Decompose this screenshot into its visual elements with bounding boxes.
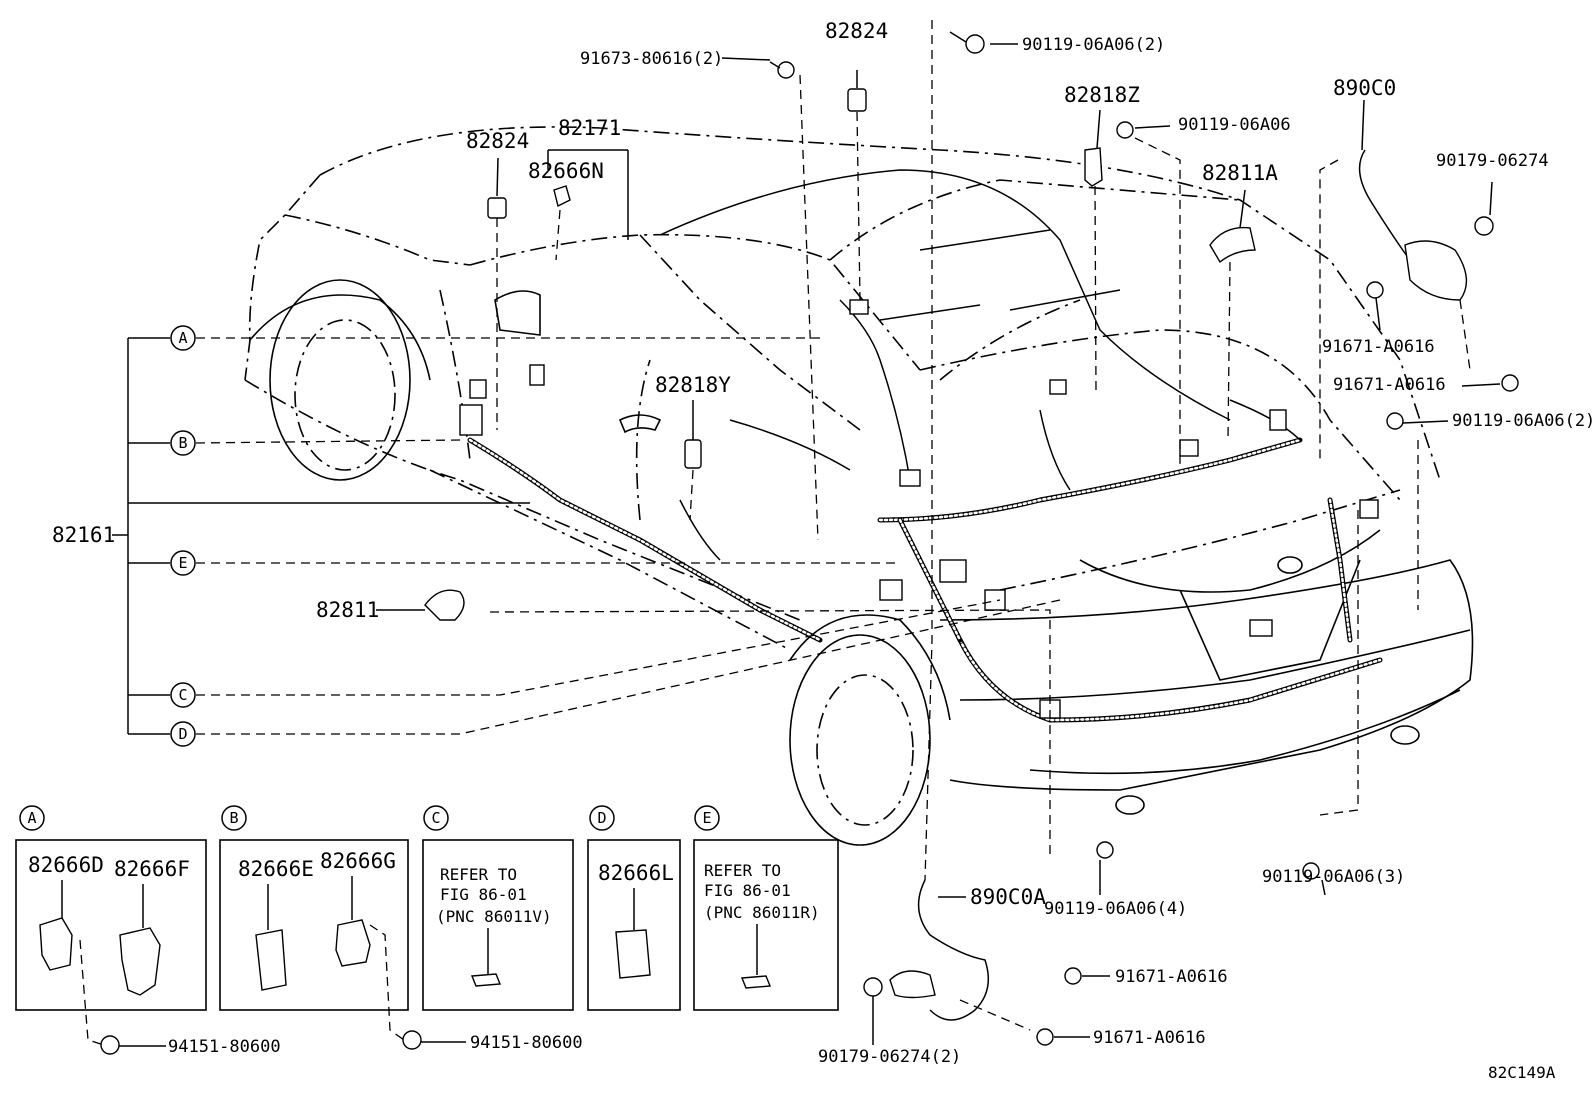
box-a-callout: A bbox=[27, 809, 36, 827]
label-91671-d: 91671-A0616 bbox=[1093, 1028, 1206, 1048]
bolt-91671-b bbox=[1501, 374, 1519, 392]
label-94151-b: 94151-80600 bbox=[470, 1033, 583, 1053]
box-a-part1: 82666D bbox=[28, 853, 104, 877]
nut-90179 bbox=[1474, 216, 1494, 236]
clamp-82666n bbox=[553, 185, 571, 208]
box-e-callout: E bbox=[702, 809, 711, 827]
part-labels: 82824 91673-80616(2) 90119-06A06(2) 8281… bbox=[52, 19, 1592, 1082]
detail-box-b: B 82666E 82666G 94151-80600 bbox=[219, 805, 583, 1053]
label-91671-b: 91671-A0616 bbox=[1333, 375, 1446, 395]
box-e-line1: REFER TO bbox=[704, 861, 781, 880]
box-d-part1: 82666L bbox=[598, 861, 674, 885]
bolt-90119-bottom3 bbox=[1302, 862, 1320, 880]
nut-90179-2 bbox=[863, 977, 883, 997]
part-86011v bbox=[470, 973, 502, 987]
label-82666n: 82666N bbox=[528, 159, 604, 183]
box-c-line2: FIG 86-01 bbox=[440, 885, 527, 904]
figure-id: 82C149A bbox=[1488, 1063, 1556, 1082]
box-e-line2: FIG 86-01 bbox=[704, 881, 791, 900]
car-body-outline bbox=[244, 126, 1474, 846]
box-c-line3: (PNC 86011V) bbox=[436, 907, 552, 926]
label-90119-mid: 90119-06A06 bbox=[1178, 115, 1291, 135]
detail-box-a: A 82666D 82666F 94151-80600 bbox=[15, 805, 281, 1057]
nut-94151-b bbox=[402, 1030, 422, 1050]
bolt-91671-d bbox=[1036, 1028, 1054, 1046]
callout-a: A bbox=[178, 329, 187, 347]
callout-b: B bbox=[178, 434, 187, 452]
bolt-90119-bottom4 bbox=[1096, 841, 1114, 859]
detail-box-d: D 82666L bbox=[587, 805, 681, 1011]
label-82818y: 82818Y bbox=[655, 373, 731, 397]
clamp-82666f bbox=[119, 927, 161, 996]
label-890c0a: 890C0A bbox=[970, 885, 1046, 909]
callout-circles: A B E C D bbox=[170, 325, 196, 747]
bolt-90119-mid bbox=[1116, 121, 1134, 139]
label-90119-top: 90119-06A06(2) bbox=[1022, 35, 1165, 55]
callout-d: D bbox=[178, 725, 187, 743]
label-91671-a: 91671-A0616 bbox=[1322, 337, 1435, 357]
clamp-82666e bbox=[255, 929, 287, 991]
small-parts bbox=[424, 31, 1519, 1046]
label-90179-2: 90179-06274(2) bbox=[818, 1047, 961, 1067]
label-890c0: 890C0 bbox=[1333, 76, 1396, 100]
sensor-890c0 bbox=[1404, 240, 1468, 301]
label-82811: 82811 bbox=[316, 598, 379, 622]
cover-82811a bbox=[1209, 226, 1256, 264]
wire-harness bbox=[459, 169, 1383, 723]
sensor-890c0a bbox=[889, 970, 936, 999]
cover-82811 bbox=[424, 589, 465, 621]
box-b-callout: B bbox=[229, 809, 238, 827]
box-e-line3: (PNC 86011R) bbox=[704, 903, 820, 922]
detail-box-c: C REFER TO FIG 86-01 (PNC 86011V) bbox=[422, 805, 574, 1011]
box-a-part2: 82666F bbox=[114, 857, 190, 881]
label-91671-c: 91671-A0616 bbox=[1115, 967, 1228, 987]
box-c-callout: C bbox=[431, 809, 440, 827]
box-c-line1: REFER TO bbox=[440, 865, 517, 884]
box-b-part1: 82666E bbox=[238, 857, 314, 881]
label-82811a: 82811A bbox=[1202, 161, 1278, 185]
label-82171: 82171 bbox=[558, 116, 621, 140]
clamp-82666d bbox=[39, 917, 73, 971]
label-91673: 91673-80616(2) bbox=[580, 49, 723, 69]
clamp-82666l bbox=[615, 929, 651, 979]
label-82161: 82161 bbox=[52, 523, 115, 547]
nut-94151-a bbox=[100, 1035, 120, 1055]
label-82824-left: 82824 bbox=[466, 129, 529, 153]
clip-82824-top bbox=[847, 88, 867, 112]
callout-c: C bbox=[178, 686, 187, 704]
bracket-82818y bbox=[684, 439, 702, 469]
leader-lines bbox=[112, 20, 1501, 1045]
label-90179: 90179-06274 bbox=[1436, 151, 1549, 171]
clip-82824-left bbox=[487, 197, 507, 219]
label-90119-bottom4: 90119-06A06(4) bbox=[1044, 899, 1187, 919]
box-d-callout: D bbox=[597, 809, 606, 827]
bolt-91673 bbox=[777, 61, 795, 79]
bolt-90119-top bbox=[965, 34, 985, 54]
label-82824-top: 82824 bbox=[825, 19, 888, 43]
box-b-part2: 82666G bbox=[320, 849, 396, 873]
label-90119-right: 90119-06A06(2) bbox=[1452, 411, 1592, 431]
label-94151-a: 94151-80600 bbox=[168, 1037, 281, 1057]
label-90119-bottom3: 90119-06A06(3) bbox=[1262, 867, 1405, 887]
detail-box-e: E REFER TO FIG 86-01 (PNC 86011R) bbox=[693, 805, 839, 1011]
bolt-90119-right bbox=[1386, 412, 1404, 430]
callout-e: E bbox=[178, 554, 187, 572]
clamp-82666g bbox=[335, 919, 371, 967]
part-86011r bbox=[740, 975, 772, 989]
bolt-91671-c bbox=[1064, 967, 1082, 985]
label-82818z: 82818Z bbox=[1064, 83, 1140, 107]
bolt-91671-a bbox=[1366, 281, 1384, 299]
bracket-82818z bbox=[1084, 147, 1103, 187]
